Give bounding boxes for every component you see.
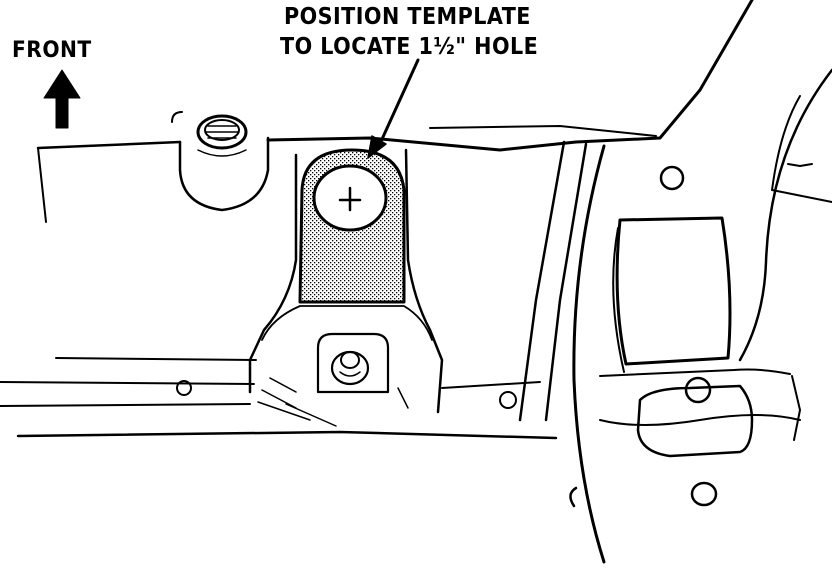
front-arrow-icon xyxy=(43,69,81,129)
frame-member xyxy=(518,140,588,422)
positioning-template xyxy=(298,148,406,304)
crosshair-icon xyxy=(338,186,362,212)
threaded-boss xyxy=(171,111,270,212)
damper-block xyxy=(599,216,791,377)
wheel-well-panel xyxy=(569,68,832,564)
callout-text-line2: TO LOCATE 1½" HOLE xyxy=(280,34,539,60)
center-bracket xyxy=(248,148,444,427)
direction-label-front: FRONT xyxy=(12,38,92,63)
upper-body-panel xyxy=(36,0,754,223)
callout-text-line1: POSITION TEMPLATE xyxy=(284,4,531,30)
callout-arrow-icon xyxy=(367,58,420,159)
lower-frame-rail xyxy=(0,357,558,440)
